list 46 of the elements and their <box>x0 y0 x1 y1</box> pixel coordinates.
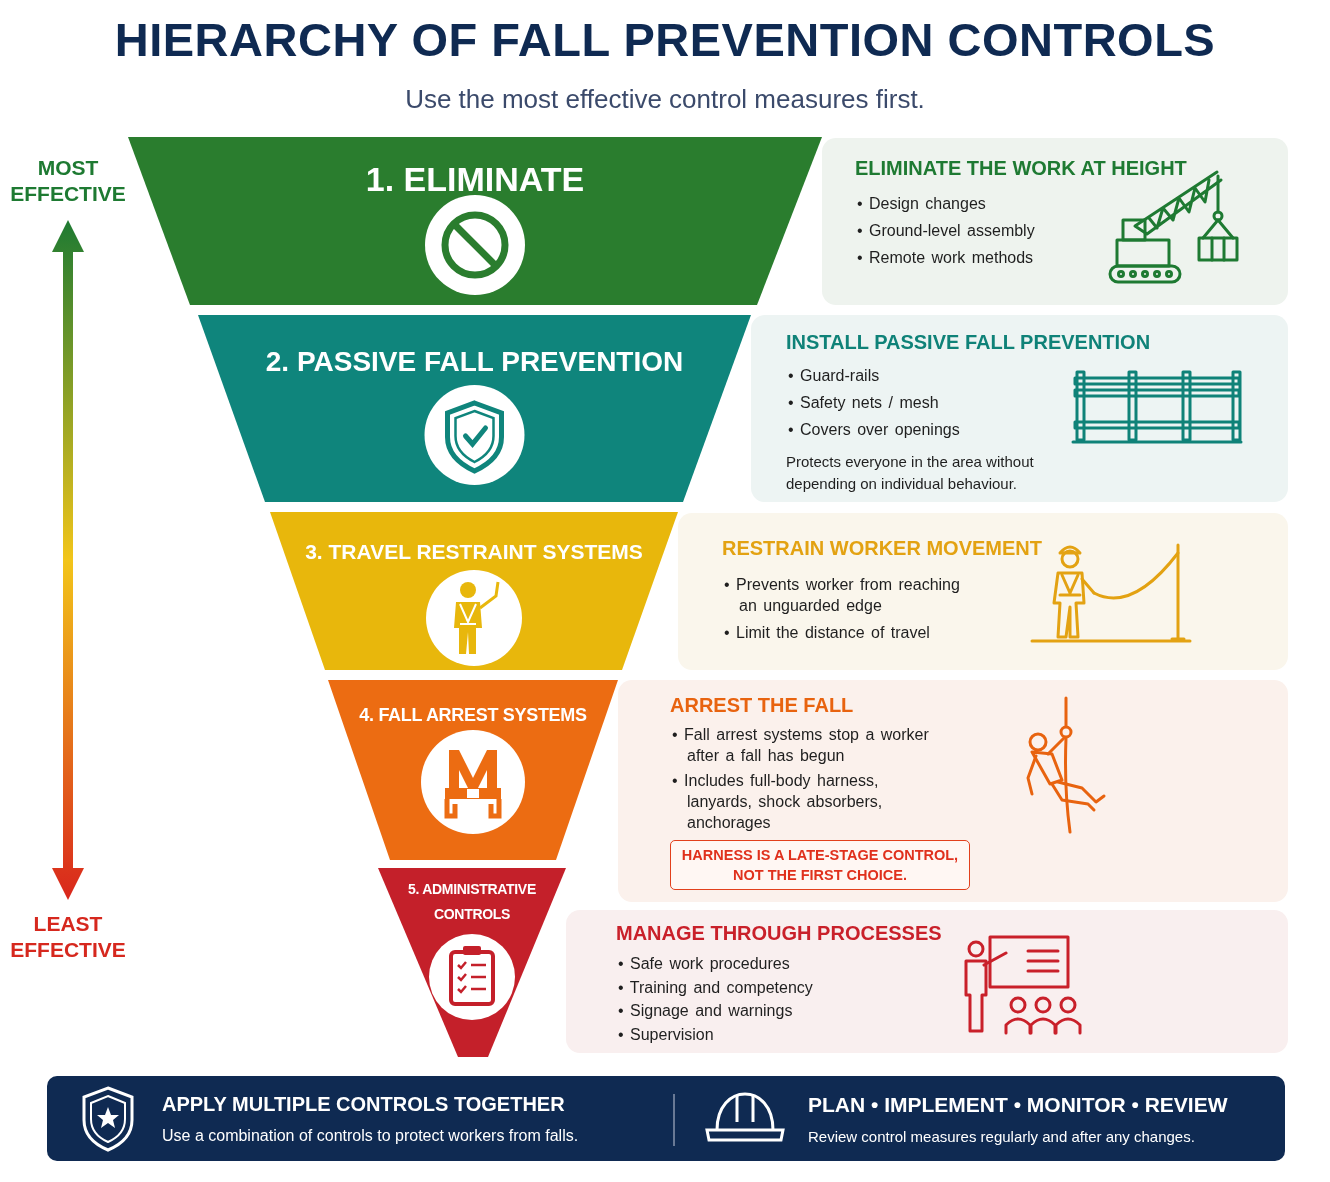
funnel-level <box>270 512 678 670</box>
bullet-item: • Safe work procedures <box>618 954 791 974</box>
bullet-item: • Prevents worker from reaching an unguarded edge <box>724 575 961 616</box>
bullet-item: • Ground-level assembly <box>857 221 1036 241</box>
info-panel <box>678 513 1288 670</box>
footer-banner <box>47 1076 1285 1161</box>
info-panel <box>618 680 1288 902</box>
subtitle: Use the most effective control measures first. <box>404 84 926 115</box>
banner-heading: PLAN • IMPLEMENT • MONITOR • REVIEW <box>808 1092 1228 1117</box>
bullet-item: • Training and competency <box>618 977 814 998</box>
info-panel <box>822 138 1288 305</box>
panel-heading: ELIMINATE THE WORK AT HEIGHT <box>855 156 1187 180</box>
bullet-item: • Design changes <box>857 194 987 214</box>
banner-heading: APPLY MULTIPLE CONTROLS TOGETHER <box>162 1092 565 1116</box>
funnel-level <box>128 137 822 305</box>
panel-heading: INSTALL PASSIVE FALL PREVENTION <box>786 330 1151 354</box>
info-panel <box>566 910 1288 1053</box>
panel-heading: RESTRAIN WORKER MOVEMENT <box>722 536 1042 560</box>
bullet-item: • Supervision <box>618 1024 715 1045</box>
bullet-item: • Safety nets / mesh <box>788 393 940 413</box>
info-panel <box>751 315 1288 502</box>
bullet-item: • Includes full-body harness, lanyards, shock absorbers, anchorages <box>672 771 884 833</box>
level-title: 4. FALL ARREST SYSTEMS <box>358 704 588 727</box>
level-title: 3. TRAVEL RESTRAINT SYSTEMS <box>304 539 644 565</box>
level-title: 2. PASSIVE FALL PREVENTION <box>264 345 685 379</box>
scale-label: MOST EFFECTIVE <box>9 155 127 207</box>
bullet-item: • Covers over openings <box>788 420 961 440</box>
funnel-level <box>198 315 751 502</box>
panel-note: Protects everyone in the area without depending on individual behaviour. <box>786 452 1035 494</box>
bullet-item: • Remote work methods <box>857 248 1035 268</box>
bullet-item: • Limit the distance of travel <box>724 623 931 643</box>
funnel-level <box>328 680 618 860</box>
banner-text: Review control measures regularly and after any changes. <box>808 1127 1195 1146</box>
level-title: 1. ELIMINATE <box>364 159 586 200</box>
warning-box <box>670 840 970 890</box>
title: HIERARCHY OF FALL PREVENTION CONTROLS <box>113 12 1217 67</box>
warning-text: HARNESS IS A LATE-STAGE CONTROL, NOT THE FIRST CHOICE. <box>680 846 960 885</box>
funnel-level <box>378 868 566 1057</box>
bullet-item: • Signage and warnings <box>618 1001 794 1021</box>
level-title: 5. ADMINISTRATIVE CONTROLS <box>407 880 537 924</box>
panel-heading: ARREST THE FALL <box>670 693 854 717</box>
scale-label: LEAST EFFECTIVE <box>9 911 127 963</box>
bullet-item: • Fall arrest systems stop a worker after a fall has begun <box>672 725 930 766</box>
banner-text: Use a combination of controls to protect workers from falls. <box>162 1126 579 1146</box>
panel-heading: MANAGE THROUGH PROCESSES <box>616 921 942 945</box>
bullet-item: • Guard-rails <box>788 366 881 386</box>
